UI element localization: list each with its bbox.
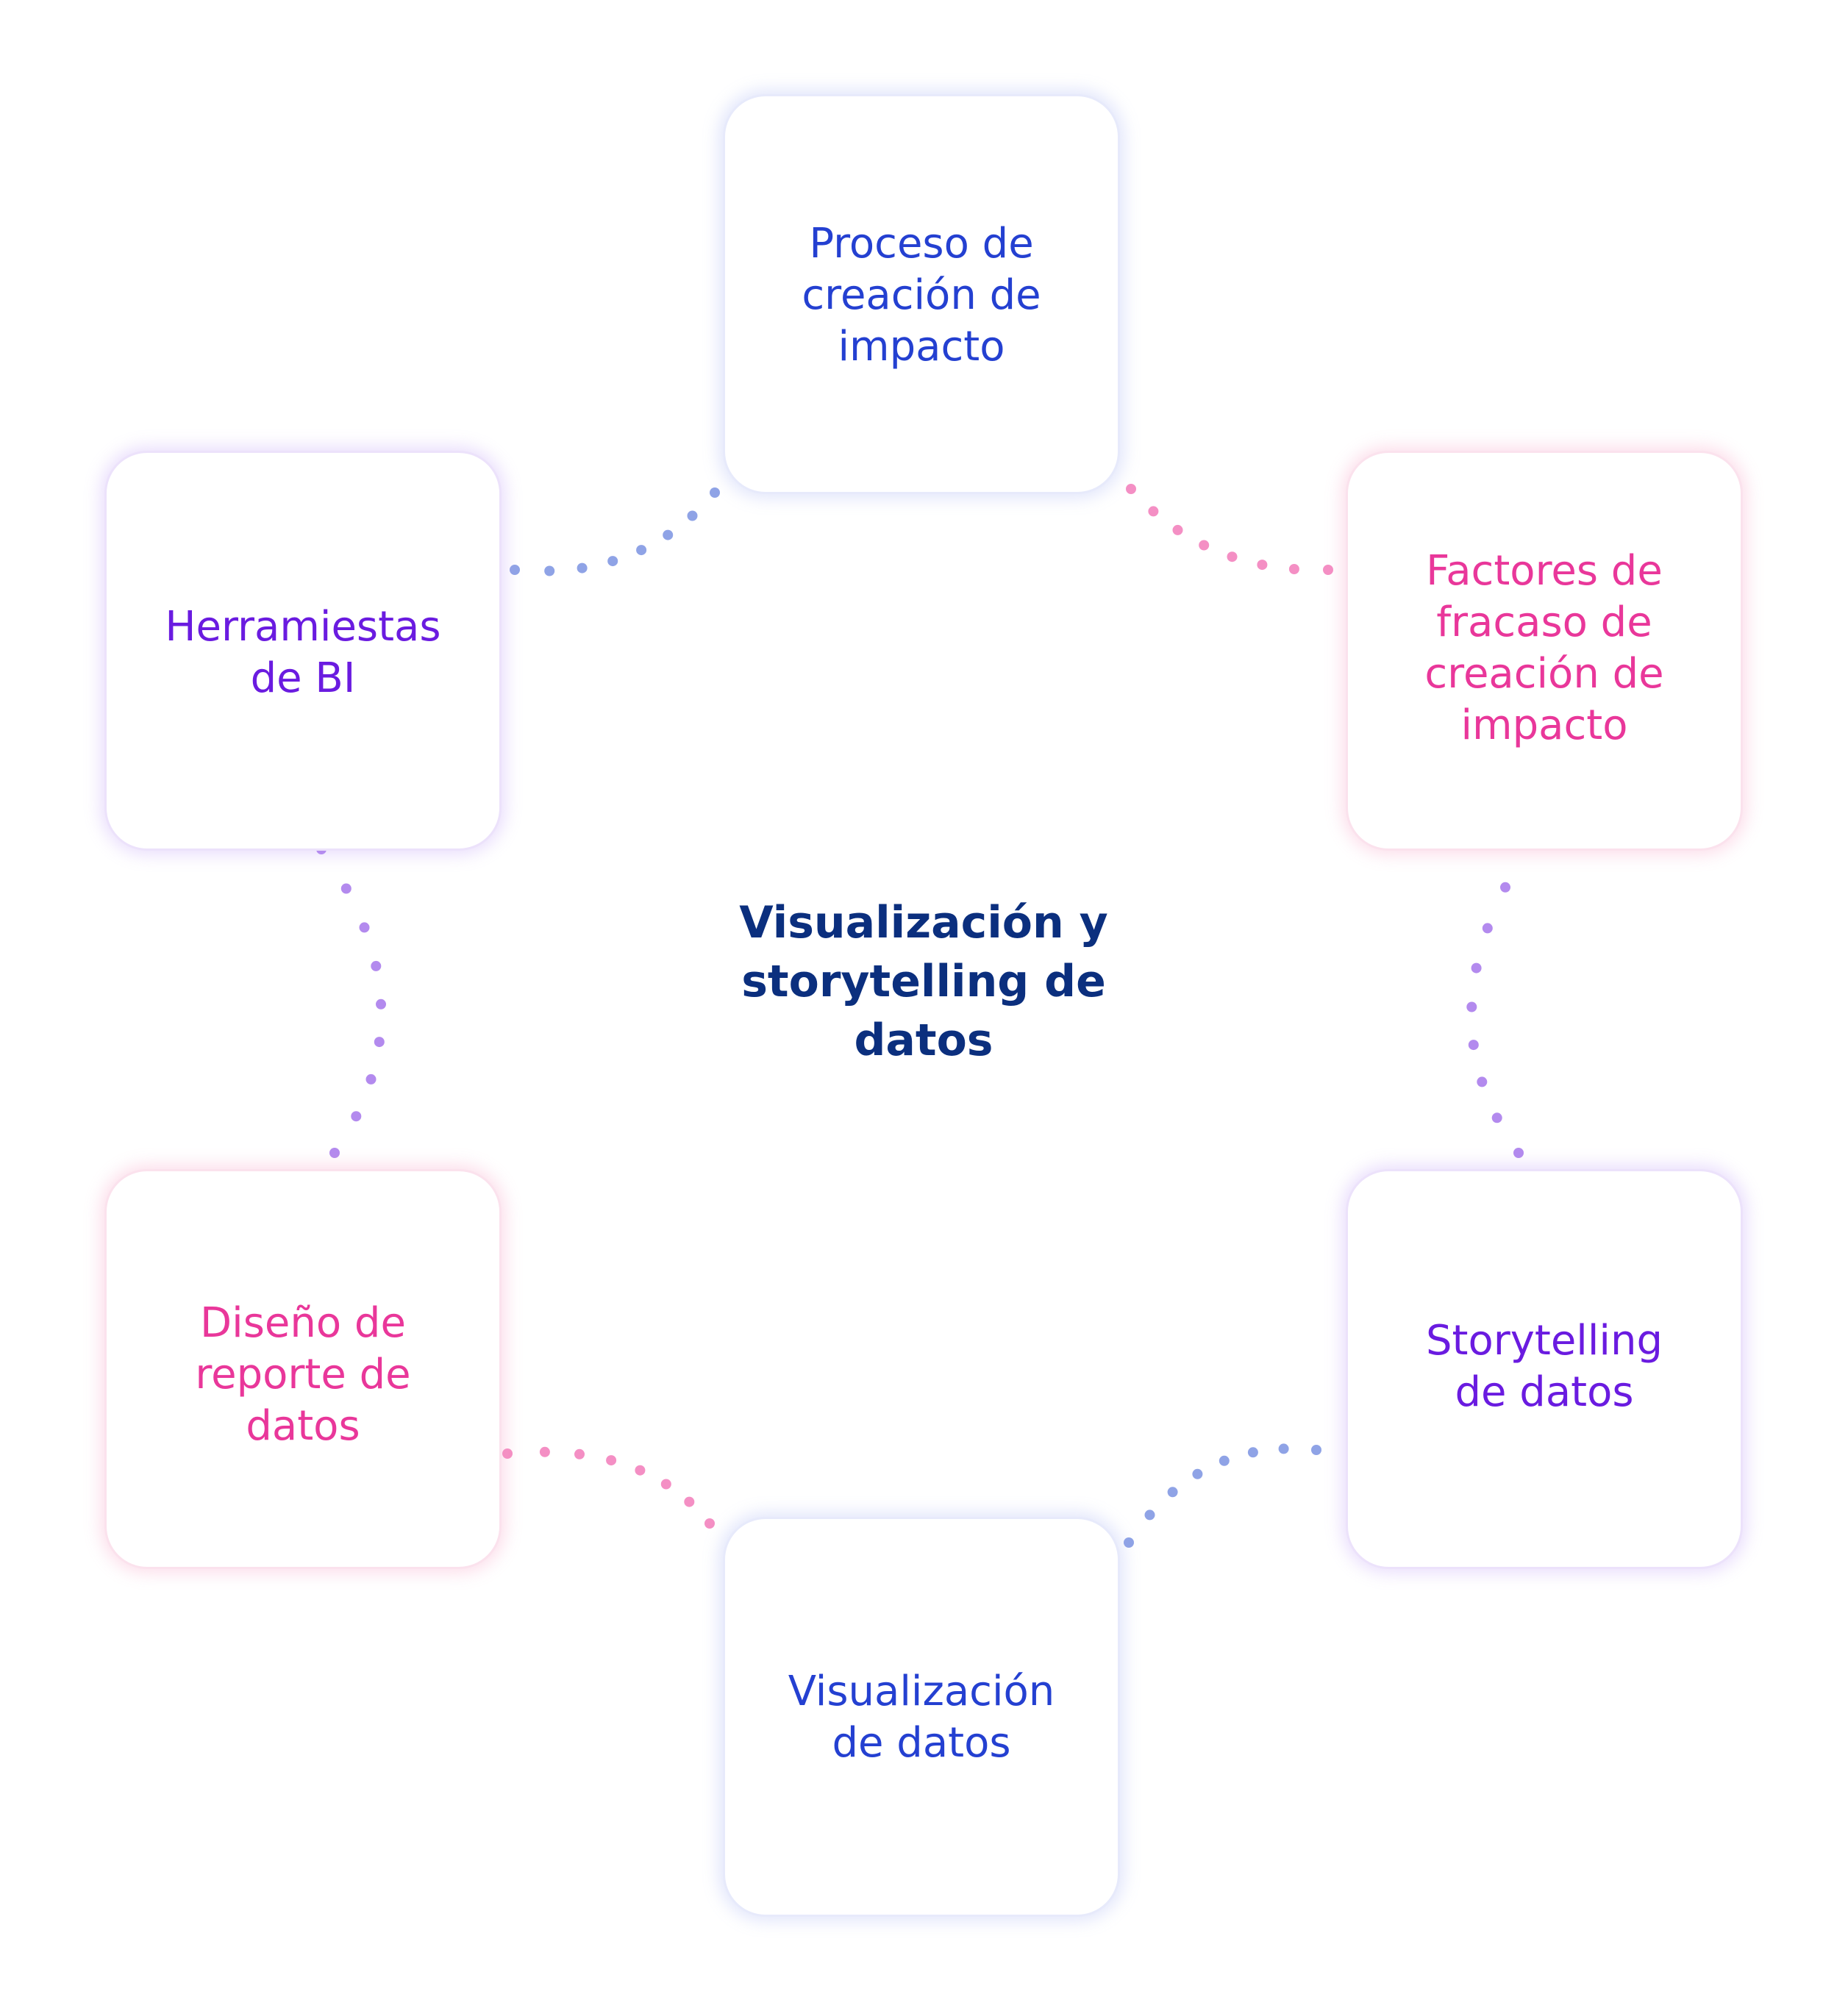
connector-dot bbox=[1172, 524, 1183, 535]
connector-dot bbox=[539, 1446, 550, 1457]
connector-dot bbox=[1167, 1487, 1178, 1498]
connector-dot bbox=[660, 1479, 671, 1490]
connector-dot bbox=[502, 1448, 513, 1459]
connector-dot bbox=[1466, 1001, 1477, 1012]
connector-dot bbox=[376, 998, 386, 1010]
connector-dot bbox=[1199, 540, 1210, 551]
connector-dot bbox=[1288, 564, 1299, 574]
connector-dot bbox=[1278, 1443, 1289, 1454]
node-label: Factores de fracaso de creación de impac… bbox=[1424, 547, 1664, 749]
connector-dot bbox=[371, 960, 382, 971]
node-storytelling-datos: Storytelling de datos bbox=[1346, 1169, 1743, 1569]
connector-dot bbox=[663, 529, 674, 540]
connector-top-right-to-bottom-right bbox=[1466, 840, 1535, 1158]
node-label: Diseño de reporte de datos bbox=[195, 1299, 411, 1450]
node-visualizacion-datos: Visualización de datos bbox=[723, 1517, 1120, 1917]
connector-dot bbox=[510, 565, 520, 575]
connector-dot bbox=[544, 565, 555, 576]
connector-top-to-top-right bbox=[1126, 484, 1333, 575]
node-factores-fracaso: Factores de fracaso de creación de impac… bbox=[1346, 451, 1743, 851]
connector-dot bbox=[1491, 1112, 1502, 1123]
connector-top-to-top-left bbox=[510, 487, 720, 576]
node-label: Storytelling de datos bbox=[1425, 1317, 1663, 1416]
connector-dot bbox=[1192, 1468, 1203, 1479]
connector-dot bbox=[329, 1148, 340, 1158]
connector-dot bbox=[340, 883, 352, 894]
node-label: Proceso de creación de impacto bbox=[802, 220, 1041, 371]
connector-dot bbox=[1311, 1445, 1321, 1455]
connector-dot bbox=[1500, 882, 1510, 893]
connector-dot bbox=[1148, 506, 1159, 517]
connector-dot bbox=[359, 922, 370, 933]
node-label: Herramiestas de BI bbox=[165, 603, 441, 702]
node-label: Visualización de datos bbox=[788, 1668, 1055, 1767]
connector-dot bbox=[1124, 1537, 1134, 1548]
connector-dot bbox=[635, 1465, 646, 1476]
connector-dot bbox=[574, 1448, 585, 1459]
connector-dot bbox=[1247, 1447, 1258, 1458]
node-diseno-reporte: Diseño de reporte de datos bbox=[104, 1169, 502, 1569]
connector-dot bbox=[607, 556, 618, 567]
connector-dot bbox=[1468, 1040, 1479, 1051]
connector-dot bbox=[1477, 1076, 1488, 1087]
connector-dot bbox=[1471, 962, 1482, 973]
connector-top-left-to-bottom-left bbox=[316, 844, 386, 1158]
connector-dot bbox=[684, 1496, 695, 1507]
connector-dot bbox=[577, 562, 588, 574]
connector-bottom-right-to-bottom bbox=[1124, 1443, 1321, 1548]
connector-dot bbox=[351, 1111, 362, 1122]
connector-dot bbox=[704, 1518, 715, 1529]
connector-bottom-left-to-bottom bbox=[502, 1446, 715, 1529]
connector-dot bbox=[687, 510, 698, 521]
connector-dot bbox=[374, 1037, 385, 1048]
center-title: Visualización y storytelling de datos bbox=[739, 897, 1108, 1066]
connector-dot bbox=[710, 487, 720, 498]
connector-dot bbox=[636, 545, 647, 556]
node-proceso-creacion-impacto: Proceso de creación de impacto bbox=[723, 94, 1120, 494]
node-herramientas-bi: Herramiestas de BI bbox=[104, 451, 502, 851]
connector-dot bbox=[1144, 1509, 1155, 1521]
connector-dot bbox=[1219, 1455, 1230, 1466]
connector-dot bbox=[1513, 1148, 1524, 1158]
connector-dot bbox=[1482, 923, 1493, 934]
connector-dot bbox=[365, 1073, 377, 1085]
connector-dot bbox=[1227, 551, 1238, 562]
connector-dot bbox=[606, 1455, 617, 1466]
connector-dot bbox=[1323, 565, 1333, 575]
connector-dot bbox=[1257, 560, 1268, 571]
connector-dot bbox=[1126, 484, 1136, 494]
